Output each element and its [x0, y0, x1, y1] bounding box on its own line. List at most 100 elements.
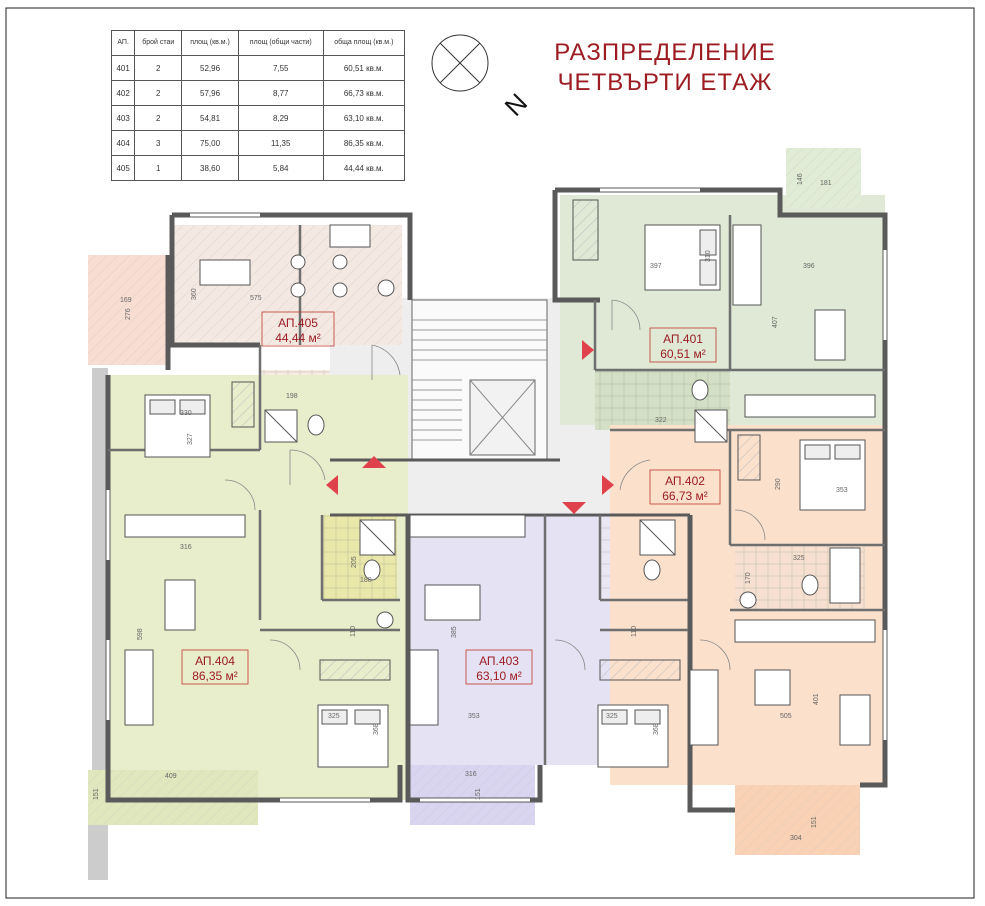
dim-label: 360 — [191, 288, 198, 300]
dim-label: 310 — [705, 250, 712, 262]
sheet-border — [5, 7, 975, 899]
apt-402-area: 66,73 м² — [662, 489, 708, 503]
furniture-wardrobes — [231, 199, 761, 681]
dim-label: 110 — [350, 626, 357, 637]
plan-title-line: РАЗПРЕДЕЛЕНИЕ — [554, 39, 776, 66]
table-cell: 60,51 кв.м. — [322, 55, 406, 81]
table-cell: 52,96 — [181, 55, 239, 81]
table-cell: 402 — [110, 80, 136, 106]
dim-label: 316 — [465, 771, 477, 778]
dim-label: 110 — [631, 626, 638, 637]
windows — [106, 188, 887, 802]
dim-label: 325 — [328, 713, 340, 720]
dim-label: 181 — [820, 180, 832, 187]
table-cell: 7,55 — [237, 55, 324, 81]
dim-label: 290 — [775, 478, 782, 490]
apt-404-area: 86,35 м² — [192, 669, 238, 683]
dim-label: 396 — [803, 263, 815, 270]
table-cell: 75,00 — [181, 130, 239, 156]
dim-label: 151 — [811, 816, 818, 828]
dim-label: 505 — [780, 713, 792, 720]
dim-label: 322 — [655, 417, 667, 424]
furniture-tables — [164, 309, 871, 746]
dim-label: 401 — [813, 693, 820, 705]
table-cell: 8,77 — [237, 80, 324, 106]
table-cell: 8,29 — [237, 105, 324, 131]
terrace-403 — [410, 765, 535, 825]
table-cell: 54,81 — [181, 105, 239, 131]
table-cell: 5,84 — [237, 155, 324, 181]
apt-405-label: АП.405 — [278, 316, 318, 330]
table-cell: 1 — [134, 155, 183, 181]
apartment-label-frames — [181, 311, 721, 685]
plan-subtitle-line: ЧЕТВЪРТИ ЕТАЖ — [557, 69, 773, 96]
table-row: 402 2 57,96 8,77 66,73 кв.м. — [110, 80, 406, 106]
dim-label: 325 — [606, 713, 618, 720]
table-cell: 2 — [134, 105, 183, 131]
dimension-labels: 169 276 575 360 330 327 316 598 409 151 … — [93, 173, 848, 842]
table-cell: 57,96 — [181, 80, 239, 106]
dim-label: 407 — [772, 316, 779, 328]
terrace-402 — [735, 785, 860, 855]
furniture-kitchens — [124, 224, 876, 643]
compass-icon — [431, 34, 489, 92]
table-cell: 63,10 кв.м. — [322, 105, 406, 131]
dim-label: 409 — [165, 773, 177, 780]
dim-label: 316 — [180, 544, 192, 551]
dim-label: 368 — [653, 723, 660, 735]
plan-title: РАЗПРЕДЕЛЕНИЕ ЧЕТВЪРТИ ЕТАЖ — [540, 38, 790, 98]
building-outline — [88, 368, 108, 880]
dim-label: 169 — [120, 297, 132, 304]
apartment-area-table: АП. брой стаи площ (кв.м.) площ (общи ча… — [110, 30, 406, 181]
table-row: 401 2 52,96 7,55 60,51 кв.м. — [110, 55, 406, 81]
dim-label: 146 — [797, 173, 804, 185]
apt-405-area: 44,44 м² — [275, 331, 321, 345]
dim-label: 598 — [137, 628, 144, 640]
table-row: 404 3 75,00 11,35 86,35 кв.м. — [110, 130, 406, 156]
table-cell: 401 — [110, 55, 136, 81]
terrace-405 — [88, 255, 168, 365]
table-header-cell: площ (кв.м.) — [181, 30, 239, 56]
dim-label: 385 — [451, 626, 458, 638]
dim-label: 397 — [650, 263, 662, 270]
dim-label: 327 — [187, 433, 194, 445]
table-cell: 86,35 кв.м. — [322, 130, 406, 156]
partitions — [108, 215, 885, 765]
table-cell: 38,60 — [181, 155, 239, 181]
table-cell: 3 — [134, 130, 183, 156]
table-cell: 44,44 кв.м. — [322, 155, 406, 181]
dim-label: 368 — [373, 723, 380, 735]
table-cell: 403 — [110, 105, 136, 131]
apt-404-label: АП.404 — [195, 654, 235, 668]
apt-403-label: АП.403 — [479, 654, 519, 668]
table-header-cell: брой стаи — [134, 30, 183, 56]
apt-401-area: 60,51 м² — [660, 347, 706, 361]
dim-label: 330 — [180, 410, 192, 417]
north-label: N — [499, 87, 533, 121]
dim-label: 151 — [475, 788, 482, 800]
entrance-arrow-icons — [326, 340, 614, 514]
furniture-sofas — [124, 224, 791, 746]
dim-label: 353 — [468, 713, 480, 720]
table-row: 403 2 54,81 8,29 63,10 кв.м. — [110, 105, 406, 131]
dim-label: 198 — [286, 393, 298, 400]
door-swings — [224, 299, 766, 671]
table-header-cell: обща площ (кв.м.) — [322, 30, 406, 56]
apt-403-area: 63,10 м² — [476, 669, 522, 683]
table-header-row: АП. брой стаи площ (кв.м.) площ (общи ча… — [110, 30, 406, 56]
dim-label: 151 — [93, 788, 100, 800]
table-cell: 405 — [110, 155, 136, 181]
table-cell: 66,73 кв.м. — [322, 80, 406, 106]
dim-label: 180 — [360, 577, 372, 584]
apt-402-label: АП.402 — [665, 474, 705, 488]
table-header-cell: площ (общи части) — [237, 30, 324, 56]
dim-label: 353 — [836, 487, 848, 494]
dim-label: 170 — [745, 572, 752, 584]
staircase — [411, 299, 548, 461]
dim-label: 325 — [793, 555, 805, 562]
table-cell: 2 — [134, 80, 183, 106]
table-header-cell: АП. — [110, 30, 136, 56]
table-cell: 2 — [134, 55, 183, 81]
furniture-beds — [144, 224, 866, 768]
